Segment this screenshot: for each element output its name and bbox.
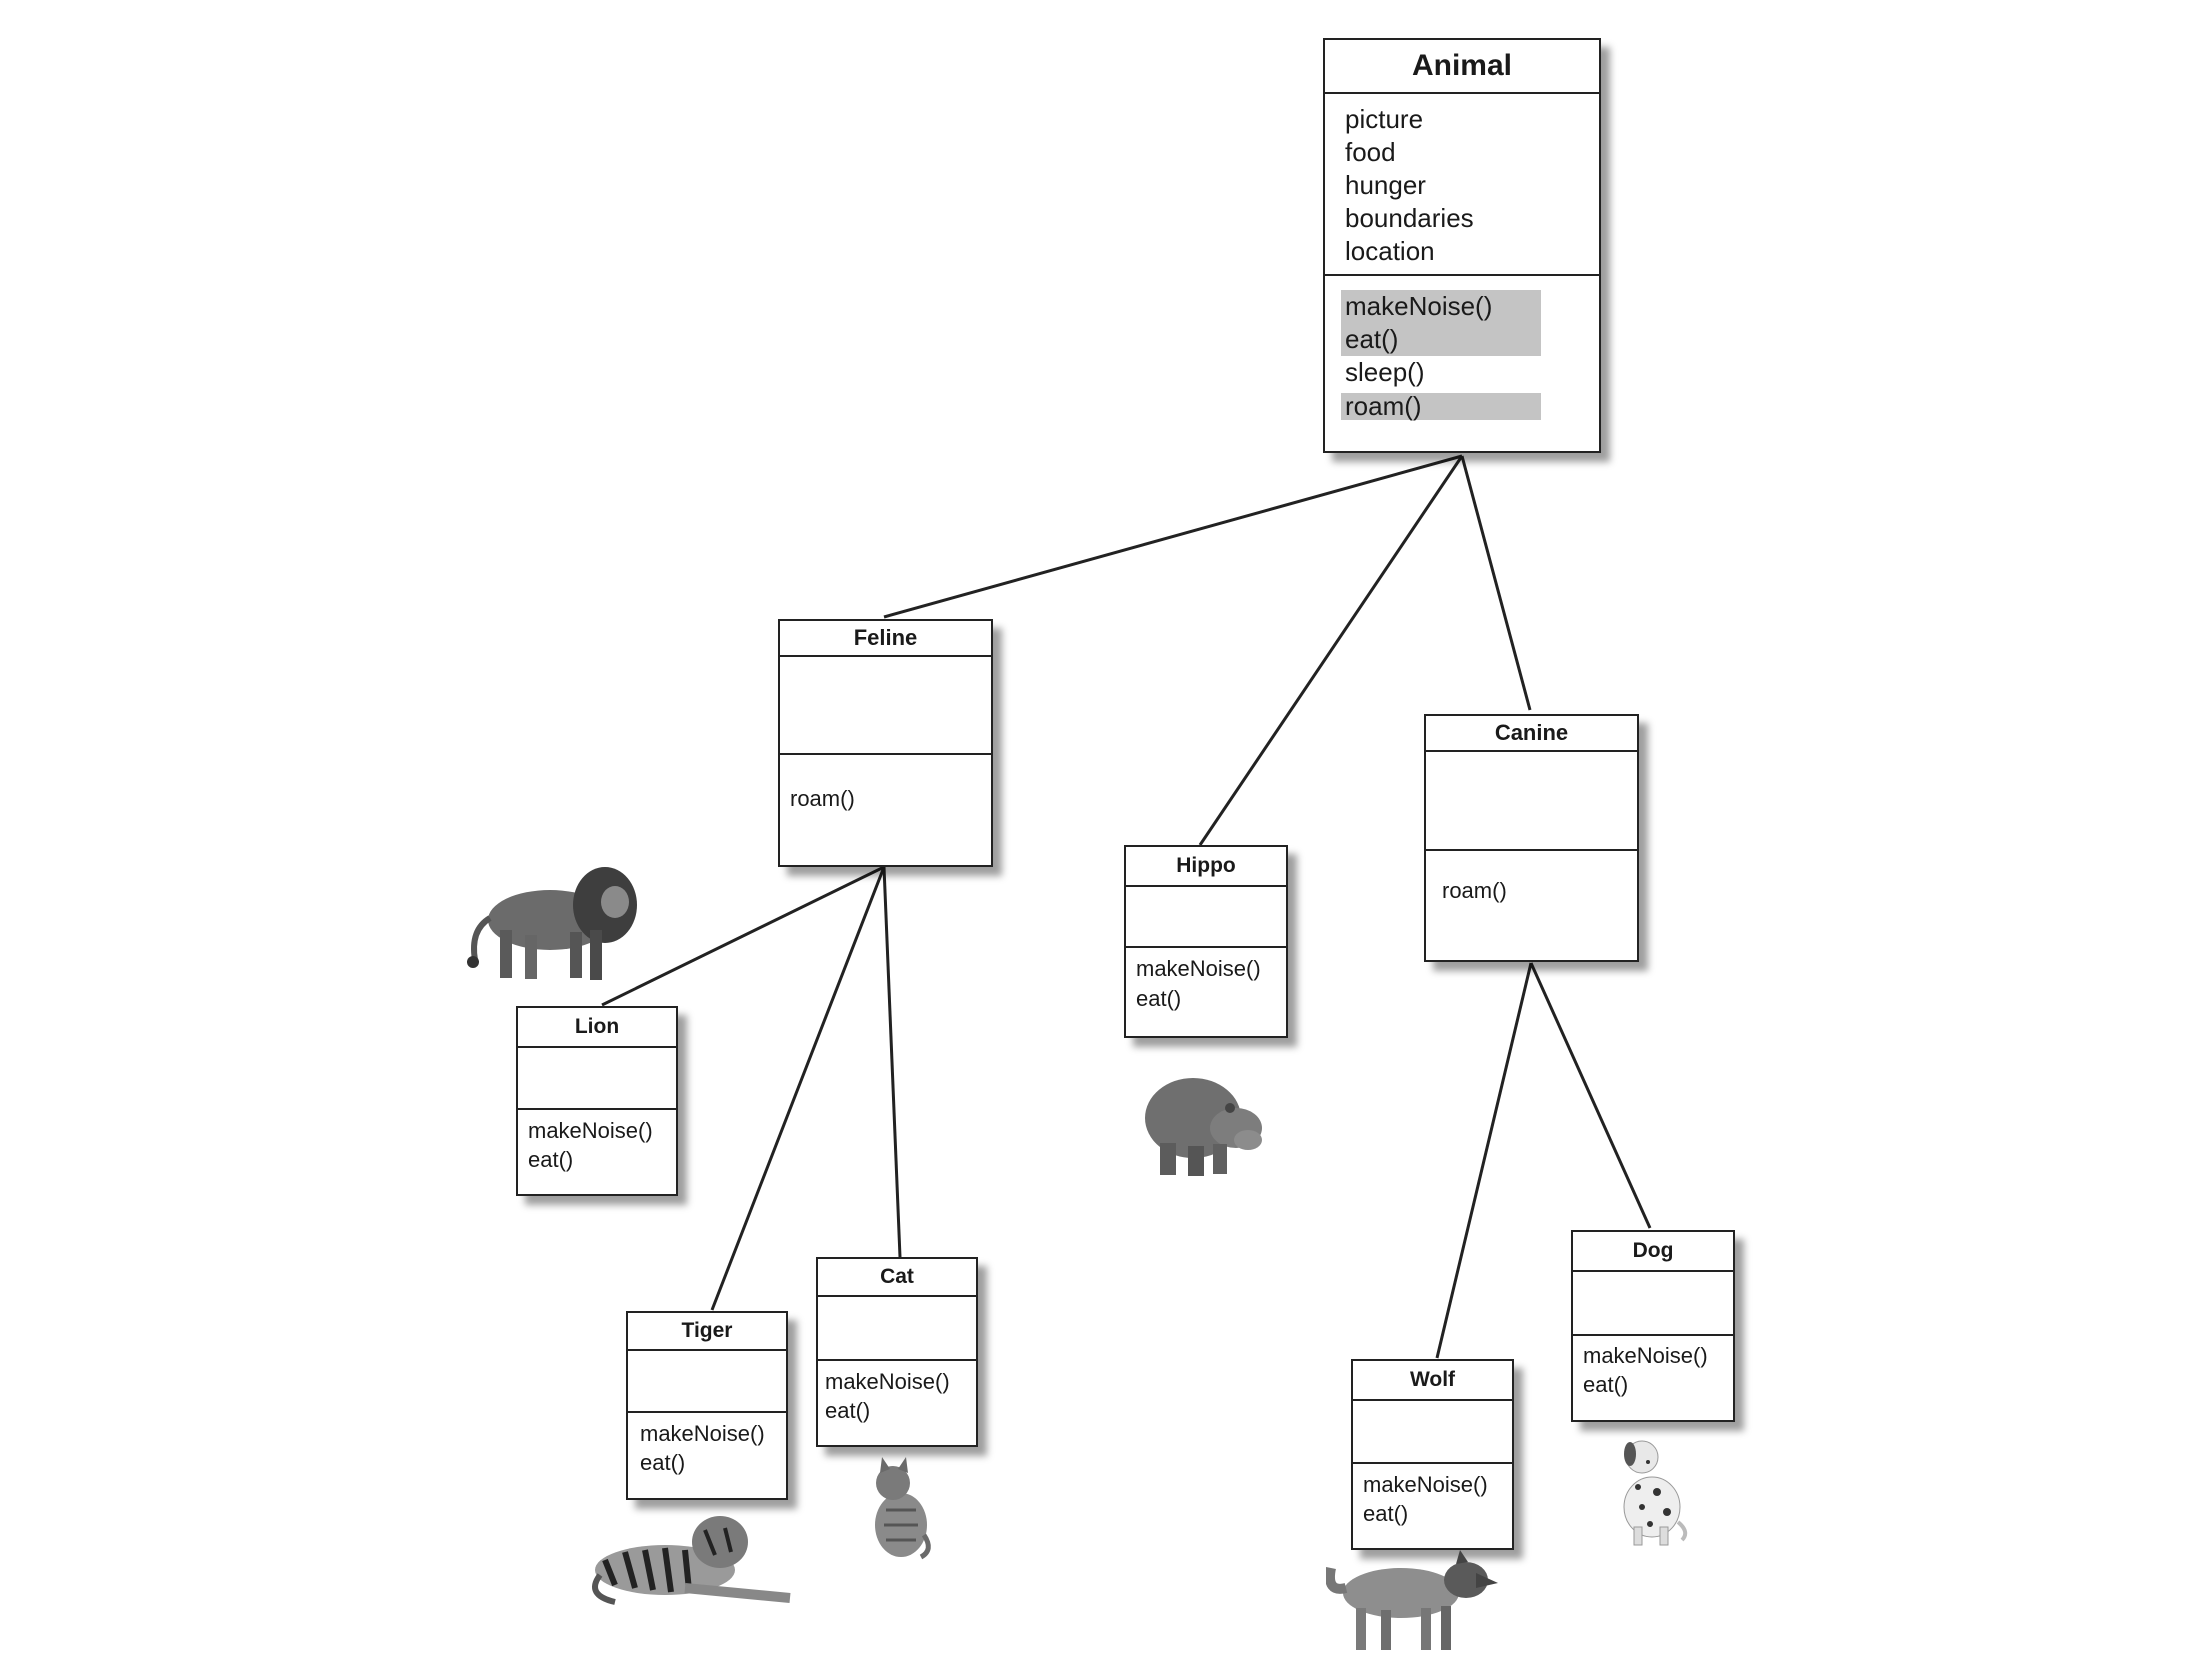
method: eat() (640, 1450, 686, 1475)
line-dog-canine (1529, 962, 1652, 1229)
class-name: Animal (1325, 40, 1599, 94)
method: makeNoise() (528, 1118, 653, 1143)
line-lion-feline (601, 865, 885, 1007)
methods-compartment: makeNoise() eat() (1126, 948, 1286, 1014)
attributes-compartment (1126, 887, 1286, 948)
methods-compartment: roam() (780, 755, 991, 813)
class-dog: Dog makeNoise() eat() (1571, 1230, 1735, 1422)
class-animal: Animal picture food hunger boundaries lo… (1323, 38, 1601, 453)
method: makeNoise() (640, 1421, 765, 1446)
class-name: Wolf (1353, 1361, 1512, 1401)
line-hippo-animal (1198, 455, 1464, 846)
method: eat() (825, 1398, 871, 1423)
tiger-picture (592, 1516, 791, 1605)
method: roam() (1442, 878, 1507, 903)
attributes-compartment (628, 1351, 786, 1413)
class-name: Dog (1573, 1232, 1733, 1272)
method: makeNoise() (1583, 1343, 1708, 1368)
attribute: food (1345, 137, 1396, 167)
methods-compartment: makeNoise() eat() (518, 1110, 676, 1174)
methods-compartment: makeNoise() eat() (1573, 1336, 1733, 1399)
methods-compartment: makeNoise() eat() (1353, 1464, 1512, 1528)
attributes-compartment (1573, 1272, 1733, 1336)
class-lion: Lion makeNoise() eat() (516, 1006, 678, 1196)
method: makeNoise() (1136, 956, 1261, 981)
methods-compartment: makeNoise() eat() (628, 1413, 786, 1477)
lion-picture (467, 867, 637, 980)
hippo-picture (1145, 1078, 1262, 1176)
class-name: Lion (518, 1008, 676, 1048)
methods-compartment: makeNoise() eat() sleep() roam() (1325, 276, 1599, 420)
attributes-compartment: picture food hunger boundaries location (1325, 94, 1599, 276)
methods-compartment: roam() (1426, 851, 1637, 905)
line-canine-animal (1460, 455, 1532, 711)
method: makeNoise() (1363, 1472, 1488, 1497)
attributes-compartment (780, 657, 991, 755)
attribute: location (1345, 236, 1435, 266)
attribute: boundaries (1345, 203, 1474, 233)
class-feline: Feline roam() (778, 619, 993, 867)
method: eat() (1363, 1501, 1409, 1526)
method-highlighted: eat() (1341, 323, 1541, 356)
class-tiger: Tiger makeNoise() eat() (626, 1311, 788, 1500)
class-name: Tiger (628, 1313, 786, 1351)
wolf-picture (1326, 1550, 1498, 1650)
class-name: Feline (780, 621, 991, 657)
attribute: picture (1345, 104, 1424, 134)
method-highlighted: roam() (1341, 393, 1541, 420)
class-name: Cat (818, 1259, 976, 1297)
class-canine: Canine roam() (1424, 714, 1639, 962)
methods-compartment: makeNoise() eat() (818, 1361, 976, 1425)
class-cat: Cat makeNoise() eat() (816, 1257, 978, 1447)
class-name: Canine (1426, 716, 1637, 752)
class-name: Hippo (1126, 847, 1286, 887)
method: eat() (1136, 986, 1182, 1011)
method: makeNoise() (825, 1369, 950, 1394)
line-cat-feline (882, 866, 902, 1258)
class-hippo: Hippo makeNoise() eat() (1124, 845, 1288, 1038)
method: eat() (1583, 1372, 1629, 1397)
cat-picture (875, 1457, 931, 1560)
attributes-compartment (818, 1297, 976, 1361)
line-feline-animal (883, 454, 1463, 619)
method: sleep() (1345, 357, 1425, 387)
dog-picture (1623, 1440, 1688, 1546)
class-wolf: Wolf makeNoise() eat() (1351, 1359, 1514, 1550)
line-tiger-feline (710, 866, 886, 1311)
line-wolf-canine (1435, 962, 1533, 1359)
method-highlighted: makeNoise() (1341, 290, 1541, 323)
attribute: hunger (1345, 170, 1426, 200)
method: eat() (528, 1147, 574, 1172)
method: roam() (790, 786, 855, 811)
attributes-compartment (518, 1048, 676, 1110)
attributes-compartment (1353, 1401, 1512, 1464)
attributes-compartment (1426, 752, 1637, 851)
